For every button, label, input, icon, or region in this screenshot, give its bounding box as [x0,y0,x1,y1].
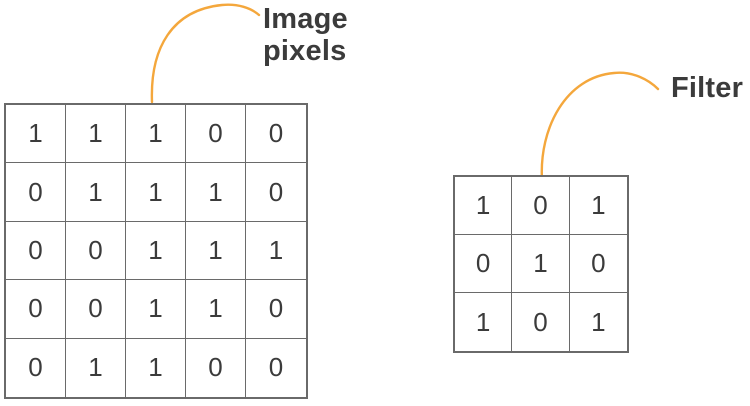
matrix-cell: 1 [6,105,66,164]
matrix-cell: 0 [512,293,570,351]
matrix-cell: 0 [186,338,246,397]
matrix-cell: 1 [186,280,246,339]
matrix-cell: 1 [569,177,627,235]
matrix-cell: 0 [246,105,306,164]
matrix-cell: 0 [512,177,570,235]
matrix-cell: 1 [126,338,186,397]
matrix-cell: 1 [126,163,186,222]
matrix-cell: 1 [126,280,186,339]
matrix-cell: 1 [591,306,606,337]
matrix-cell: 1 [455,293,513,351]
image-pixels-label: Image pixels [263,3,348,67]
matrix-cell: 0 [246,280,306,339]
filter-label: Filter [671,72,744,104]
matrix-cell: 0 [6,221,66,281]
matrix-cell: 0 [6,338,66,397]
matrix-cell: 0 [186,105,246,164]
matrix-cell: 1 [186,163,246,222]
matrix-cell: 1 [246,222,306,281]
matrix-cell: 1 [512,235,570,293]
matrix-cell: 0 [246,163,306,222]
matrix-cell: 0 [66,221,126,281]
matrix-cell: 1 [66,163,126,222]
matrix-cell: 1 [126,221,186,281]
filter-connector-arc [540,71,660,182]
matrix-cell: 1 [186,221,246,281]
matrix-cell: 1 [126,105,186,164]
matrix-cell: 1 [66,105,126,164]
matrix-cell: 0 [569,235,627,293]
matrix-cell: 1 [66,338,126,397]
matrix-cell: 1 [455,177,513,235]
image-pixels-connector-arc [150,3,261,104]
matrix-cell: 0 [6,163,66,222]
matrix-cell: 0 [6,280,66,339]
matrix-cell: 0 [455,235,513,293]
matrix-cell: 0 [66,280,126,339]
matrix-cell: 0 [268,352,284,383]
